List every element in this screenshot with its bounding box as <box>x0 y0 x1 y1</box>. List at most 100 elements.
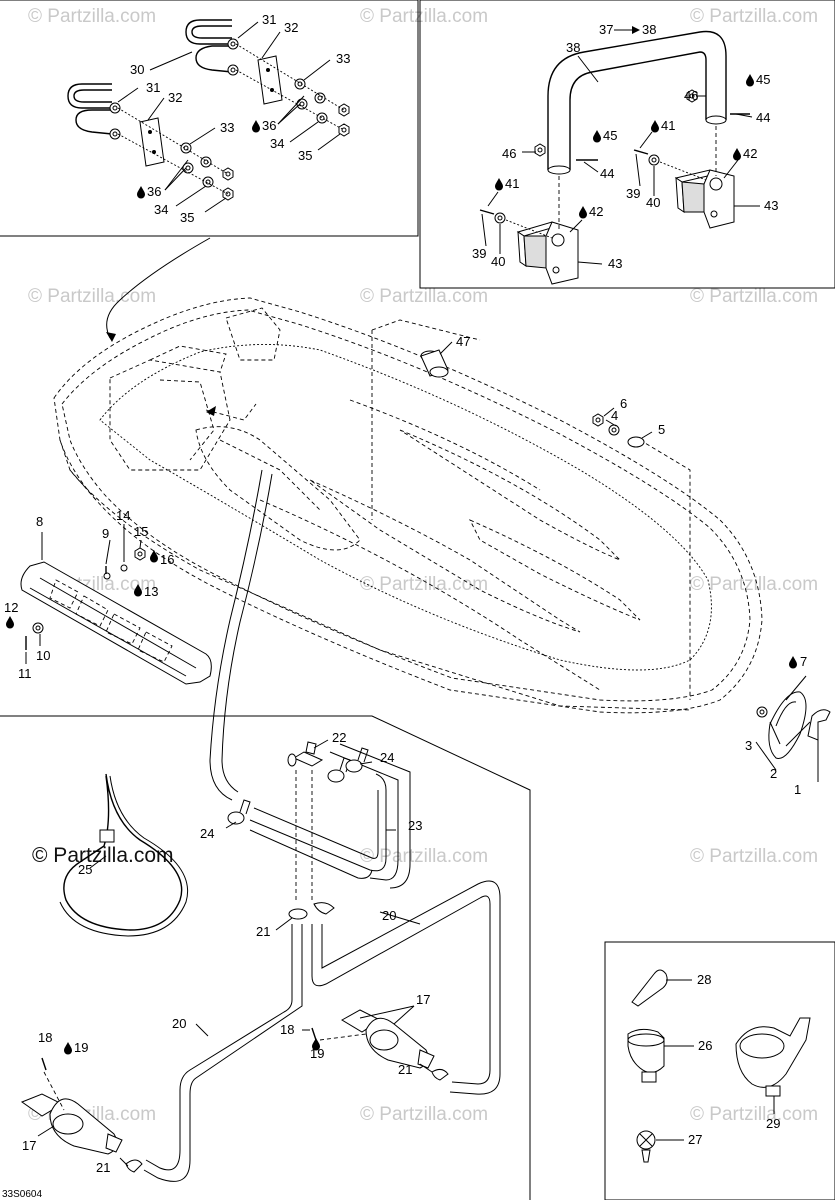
callout-31: 31 <box>262 12 276 27</box>
callout-32: 32 <box>168 90 182 105</box>
callout-31: 31 <box>146 80 160 95</box>
callout-29: 29 <box>766 1116 780 1131</box>
footrest-grate: 8 14 9 15 16 13 12 10 11 <box>4 508 212 685</box>
callout-47: 47 <box>456 334 470 349</box>
callout-5: 5 <box>658 422 665 437</box>
callout-34: 34 <box>270 136 284 151</box>
callout-46: 46 <box>502 146 516 161</box>
drop-icon <box>593 130 601 143</box>
callout-44: 44 <box>756 110 770 125</box>
callout-21: 21 <box>398 1062 412 1077</box>
watermark: © Partzilla.com <box>690 286 818 307</box>
callout-19: 19 <box>74 1040 88 1055</box>
callout-20: 20 <box>382 908 396 923</box>
callout-18: 18 <box>38 1030 52 1045</box>
watermark: © Partzilla.com <box>690 574 818 595</box>
watermark: © Partzilla.com <box>360 6 488 27</box>
callout-35: 35 <box>180 210 194 225</box>
callout-46: 46 <box>684 88 698 103</box>
callout-26: 26 <box>698 1038 712 1053</box>
callout-42: 42 <box>589 204 603 219</box>
watermark: © Partzilla.com <box>360 574 488 595</box>
watermark: © Partzilla.com <box>360 846 488 867</box>
callout-2: 2 <box>770 766 777 781</box>
callout-22: 22 <box>332 730 346 745</box>
watermark: © Partzilla.com <box>28 286 156 307</box>
drop-icon <box>651 120 659 133</box>
callout-38: 38 <box>566 40 580 55</box>
bilge-system: 22 24 24 23 25 20 21 17 20 18 19 21 18 1… <box>20 469 501 1182</box>
watermark: © Partzilla.com <box>360 1104 488 1125</box>
callout-17: 17 <box>22 1138 36 1153</box>
callout-19: 19 <box>310 1046 324 1061</box>
callout-39: 39 <box>626 186 640 201</box>
callout-14: 14 <box>116 508 130 523</box>
callout-17: 17 <box>416 992 430 1007</box>
callout-23: 23 <box>408 818 422 833</box>
callout-21: 21 <box>96 1160 110 1175</box>
callout-8: 8 <box>36 514 43 529</box>
callout-35: 35 <box>298 148 312 163</box>
callout-24: 24 <box>200 826 214 841</box>
callout-39: 39 <box>472 246 486 261</box>
hardware-inset: 28 26 29 27 <box>627 969 811 1163</box>
callout-36: 36 <box>147 184 161 199</box>
callout-40: 40 <box>646 195 660 210</box>
drop-icon <box>789 656 797 669</box>
callout-12: 12 <box>4 600 18 615</box>
callout-24: 24 <box>380 750 394 765</box>
callout-27: 27 <box>688 1132 702 1147</box>
callout-18: 18 <box>280 1022 294 1037</box>
callout-34: 34 <box>154 202 168 217</box>
callout-36: 36 <box>262 118 276 133</box>
callout-45: 45 <box>603 128 617 143</box>
drop-icon <box>150 550 158 563</box>
callout-7: 7 <box>800 654 807 669</box>
callout-41: 41 <box>661 118 675 133</box>
callout-33: 33 <box>220 120 234 135</box>
drop-icon <box>746 74 754 87</box>
callout-42: 42 <box>743 146 757 161</box>
diagram-code: 33S0604 <box>2 1189 42 1200</box>
callout-25: 25 <box>78 862 92 877</box>
callout-38: 38 <box>642 22 656 37</box>
drop-icon <box>137 186 145 199</box>
callout-6: 6 <box>620 396 627 411</box>
callout-28: 28 <box>697 972 711 987</box>
watermark: © Partzilla.com <box>360 286 488 307</box>
callout-13: 13 <box>144 584 158 599</box>
drop-icon <box>252 120 260 133</box>
drop-icon <box>733 148 741 161</box>
callout-41: 41 <box>505 176 519 191</box>
callout-33: 33 <box>336 51 350 66</box>
drop-icon <box>495 178 503 191</box>
callout-30: 30 <box>130 62 144 77</box>
callout-40: 40 <box>491 254 505 269</box>
watermark: © Partzilla.com <box>690 6 818 27</box>
callout-10: 10 <box>36 648 50 663</box>
callout-45: 45 <box>756 72 770 87</box>
drop-icon <box>64 1042 72 1055</box>
callout-9: 9 <box>102 526 109 541</box>
callout-20: 20 <box>172 1016 186 1031</box>
watermark: © Partzilla.com <box>28 6 156 27</box>
callout-11: 11 <box>18 666 32 681</box>
callout-44: 44 <box>600 166 614 181</box>
callout-1: 1 <box>794 782 801 797</box>
callout-15: 15 <box>134 524 148 539</box>
grab-handle-assembly: 31 32 30 31 32 33 33 36 36 34 35 34 35 <box>67 12 350 342</box>
drop-icon <box>6 616 14 629</box>
callout-16: 16 <box>160 552 174 567</box>
arrow-right-icon <box>632 26 640 34</box>
tow-bar-assembly: 37 38 38 45 46 44 45 41 42 46 44 41 39 4… <box>472 22 778 285</box>
callout-43: 43 <box>764 198 778 213</box>
watermark-prominent: © Partzilla.com <box>32 844 174 867</box>
callout-4: 4 <box>611 408 618 423</box>
hull: 47 6 4 5 <box>53 297 763 714</box>
callout-43: 43 <box>608 256 622 271</box>
drain-plug-assembly: 7 3 2 1 <box>745 654 831 797</box>
callout-21: 21 <box>256 924 270 939</box>
callout-32: 32 <box>284 20 298 35</box>
